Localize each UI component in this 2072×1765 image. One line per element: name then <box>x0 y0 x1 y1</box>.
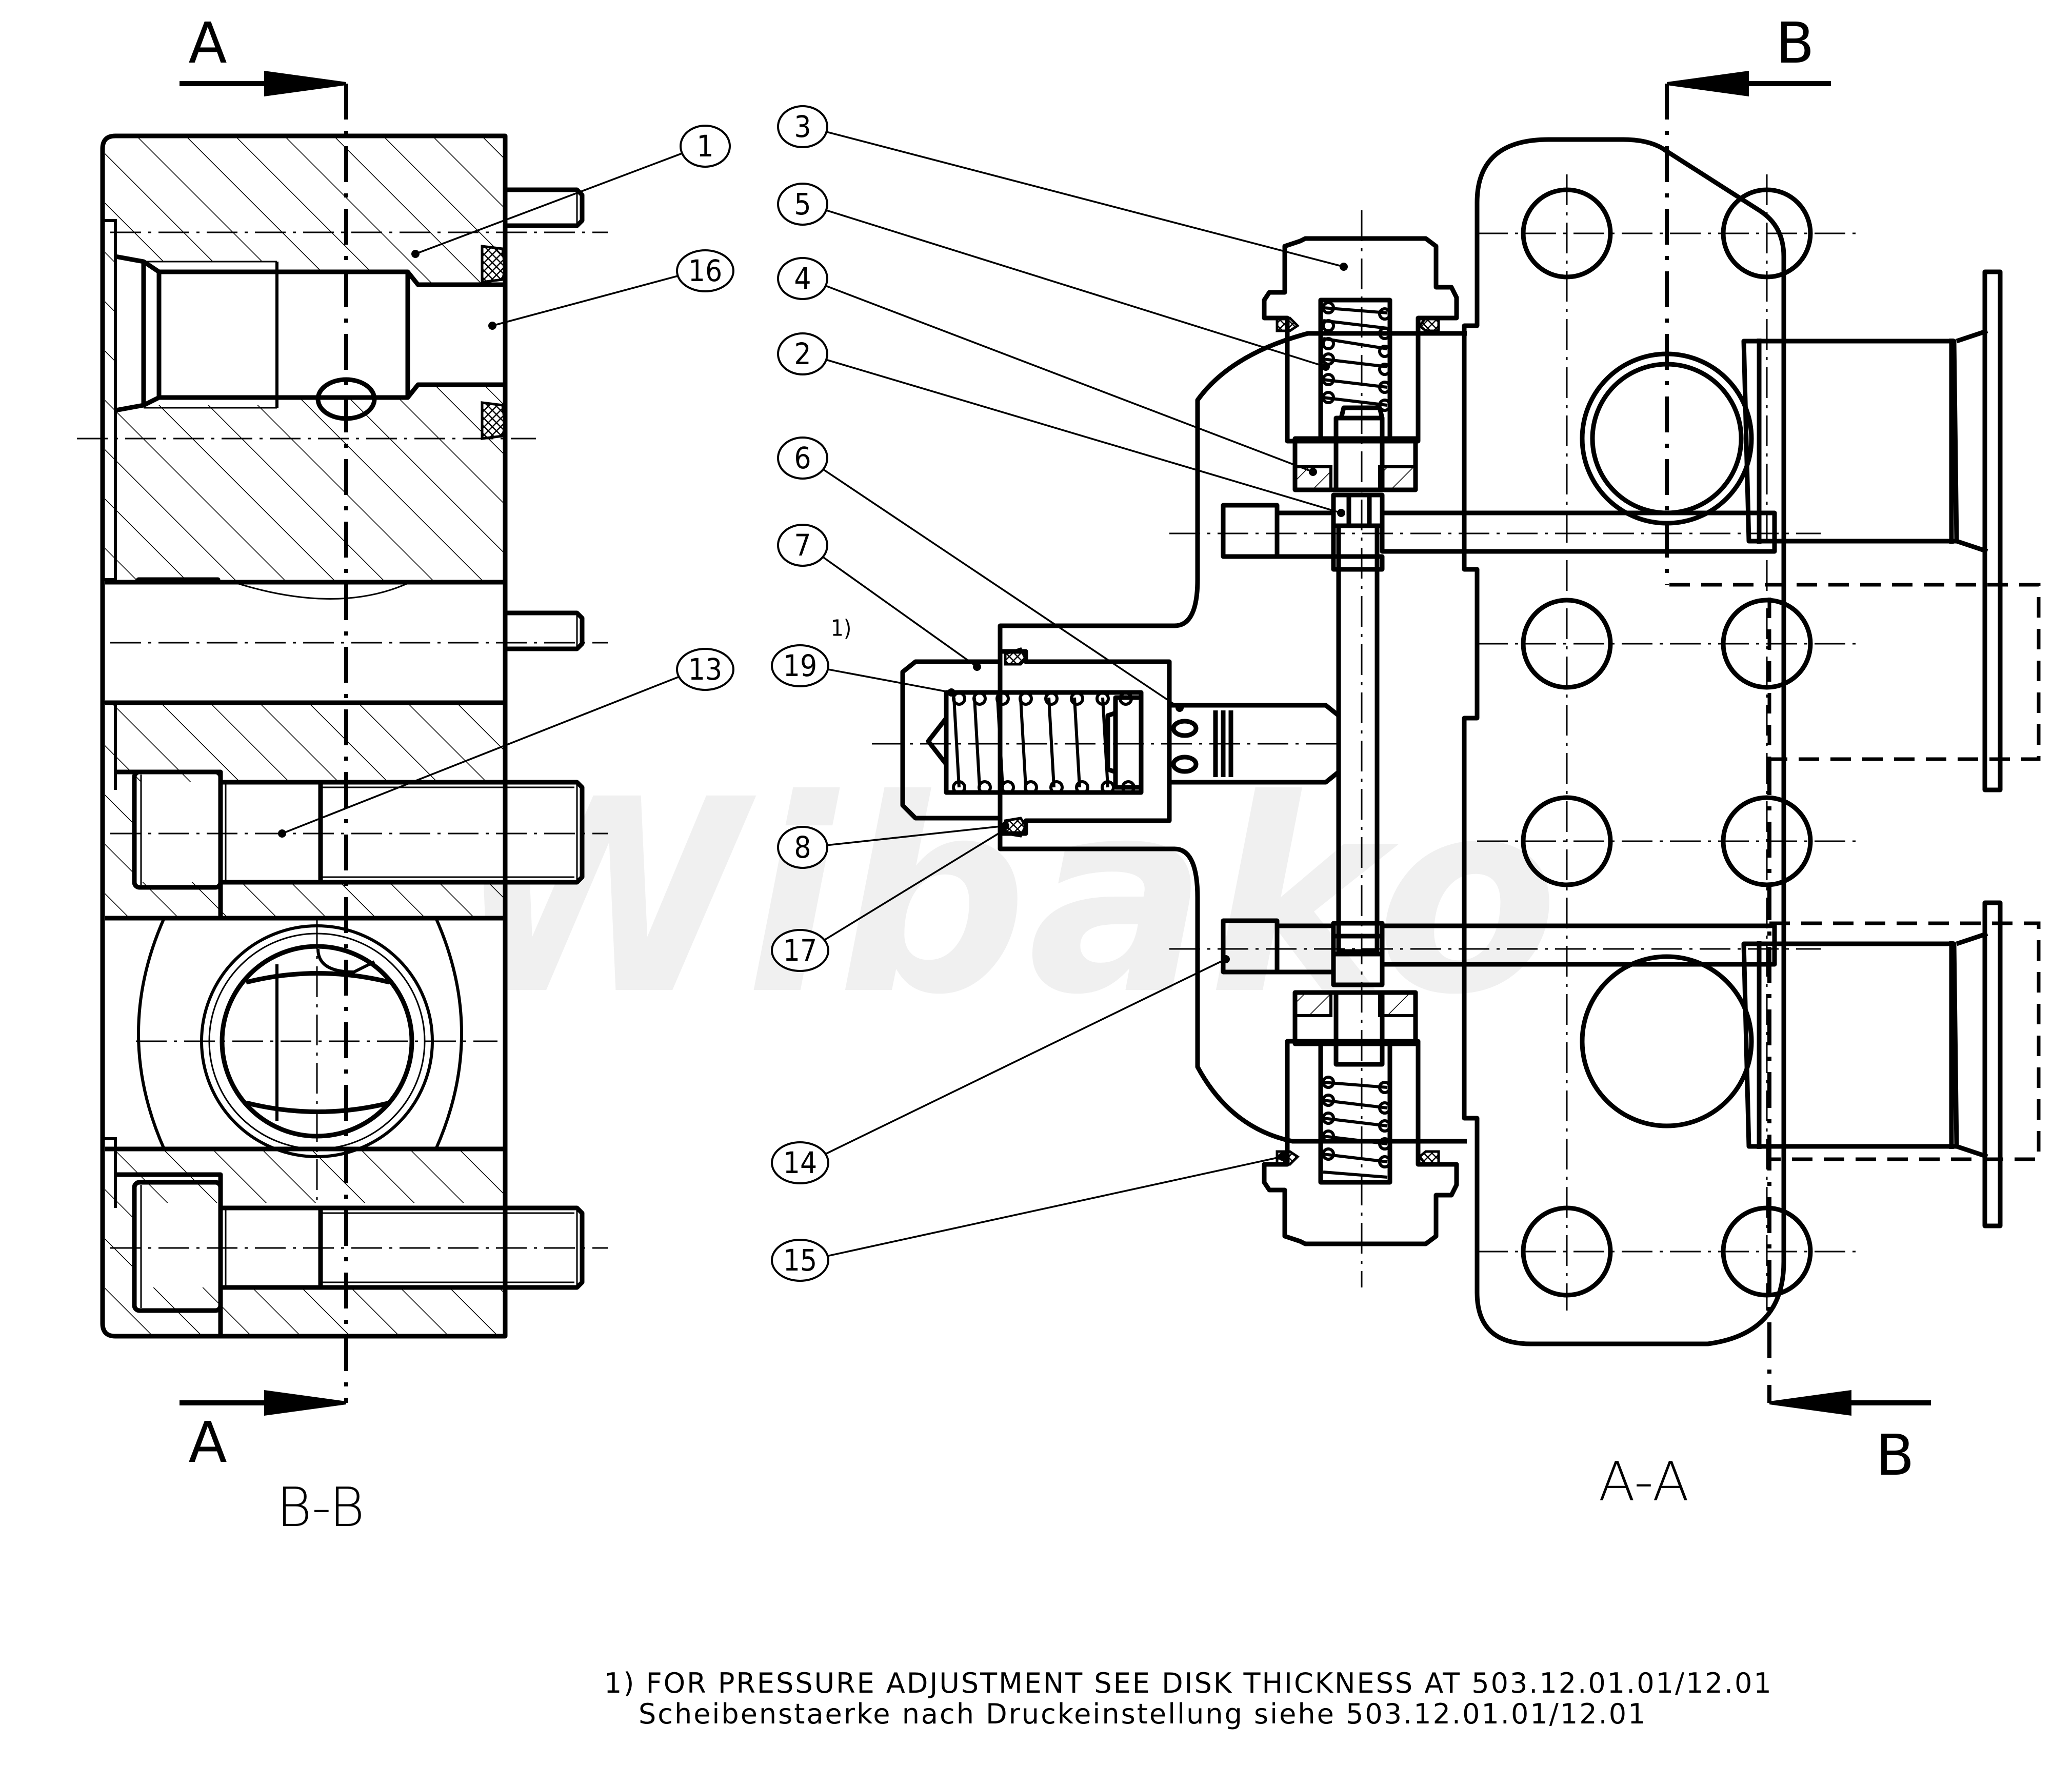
balloon-layer: 1 16 13 3 5 4 2 6 7 19 8 17 14 15 <box>278 105 1348 1282</box>
housing-outline-left <box>100 133 508 1339</box>
leader-dot <box>278 829 286 838</box>
balloon-2: 2 <box>777 332 1345 517</box>
balloon-number: 8 <box>794 830 811 865</box>
view-b-b <box>77 84 608 1403</box>
balloon-circle <box>777 183 828 226</box>
balloon-circle <box>777 437 828 480</box>
leader-line <box>827 668 952 693</box>
leader-dot <box>1176 704 1184 712</box>
balloon-circle <box>777 105 828 148</box>
leader-line <box>492 275 679 327</box>
seal-16-top <box>481 245 507 284</box>
balloon-number: 7 <box>794 528 811 563</box>
leader-dot <box>1340 263 1348 271</box>
balloon-14: 14 <box>771 955 1230 1184</box>
leader-dot <box>973 663 981 671</box>
balloon-circle <box>777 257 828 300</box>
balloon-number: 1 <box>696 129 713 164</box>
leader-line <box>826 131 1344 268</box>
leader-line <box>826 209 1326 368</box>
balloon-7: 7 <box>777 524 981 671</box>
view-title-a-a: A-A <box>1599 1451 1689 1513</box>
leader-dot <box>1337 509 1345 517</box>
section-label-a-bottom: A <box>188 1410 227 1475</box>
seal-16-bottom <box>481 401 507 440</box>
balloon-8: 8 <box>777 822 1009 869</box>
view-a-a <box>872 84 2041 1403</box>
leader-dot <box>947 688 955 697</box>
housing-outline-right <box>1462 137 1786 1346</box>
balloon-number: 15 <box>783 1243 817 1278</box>
leader-dot <box>1278 1153 1286 1161</box>
leader-line <box>415 152 683 255</box>
balloon-17: 17 <box>771 827 1007 972</box>
balloon-number: 16 <box>688 253 722 288</box>
balloon-circle <box>771 1141 829 1184</box>
view-title-b-b: B-B <box>276 1476 365 1539</box>
balloon-circle <box>771 1239 829 1282</box>
note-line-en: 1) FOR PRESSURE ADJUSTMENT SEE DISK THIC… <box>604 1667 1773 1699</box>
balloon-circle <box>771 929 829 972</box>
section-label-a-top: A <box>188 10 227 76</box>
balloon-3: 3 <box>777 105 1348 271</box>
balloon-16: 16 <box>488 249 734 330</box>
balloon-15: 15 <box>771 1153 1286 1282</box>
cut-arrow-a-top: A <box>180 10 346 96</box>
leader-line <box>823 468 1180 709</box>
cut-arrow-b-bottom: B <box>1769 1390 1931 1488</box>
balloon-19: 19 <box>771 644 955 697</box>
balloon-circle <box>676 648 734 691</box>
note-line-de: Scheibenstaerke nach Druckeinstellung si… <box>639 1698 1647 1730</box>
leader-line <box>822 556 978 668</box>
balloon-5: 5 <box>777 183 1330 371</box>
balloon-number: 3 <box>794 109 811 144</box>
footnote-marker: 1) <box>831 616 852 642</box>
section-label-b-bottom: B <box>1876 1422 1914 1488</box>
balloon-number: 4 <box>794 261 811 296</box>
balloon-13: 13 <box>278 648 734 838</box>
balloon-number: 5 <box>794 187 811 222</box>
leader-line <box>826 359 1342 514</box>
leader-dot <box>488 322 496 330</box>
leader-line <box>827 1156 1283 1257</box>
leader-line <box>825 285 1313 473</box>
balloon-4: 4 <box>777 257 1317 476</box>
leader-dot <box>1322 363 1330 371</box>
spring-top <box>1322 301 1391 412</box>
leader-dot <box>999 827 1007 835</box>
leader-dot <box>1309 468 1317 476</box>
cut-arrow-b-top: B <box>1667 10 1831 96</box>
balloon-number: 6 <box>794 441 811 475</box>
cut-arrow-a-bottom: A <box>180 1390 346 1475</box>
balloon-circle <box>777 332 828 375</box>
balloon-number: 19 <box>783 648 817 683</box>
leader-line <box>282 676 680 835</box>
balloon-circle <box>680 125 731 168</box>
balloon-circle <box>777 826 828 869</box>
balloon-1: 1 <box>411 125 731 258</box>
balloon-number: 14 <box>783 1145 817 1180</box>
leader-dot <box>1222 955 1230 963</box>
leader-line <box>824 830 1003 941</box>
balloon-number: 13 <box>688 652 722 687</box>
spring-bottom <box>1322 1076 1391 1179</box>
balloon-circle <box>777 524 828 567</box>
balloon-number: 17 <box>783 933 817 968</box>
balloon-circle <box>771 644 829 687</box>
balloon-6: 6 <box>777 437 1184 712</box>
leader-line <box>825 958 1226 1155</box>
section-label-b-top: B <box>1776 10 1814 76</box>
leader-line <box>827 825 1006 846</box>
balloon-number: 2 <box>794 336 811 371</box>
balloon-circle <box>676 249 734 292</box>
leader-dot <box>411 250 420 258</box>
